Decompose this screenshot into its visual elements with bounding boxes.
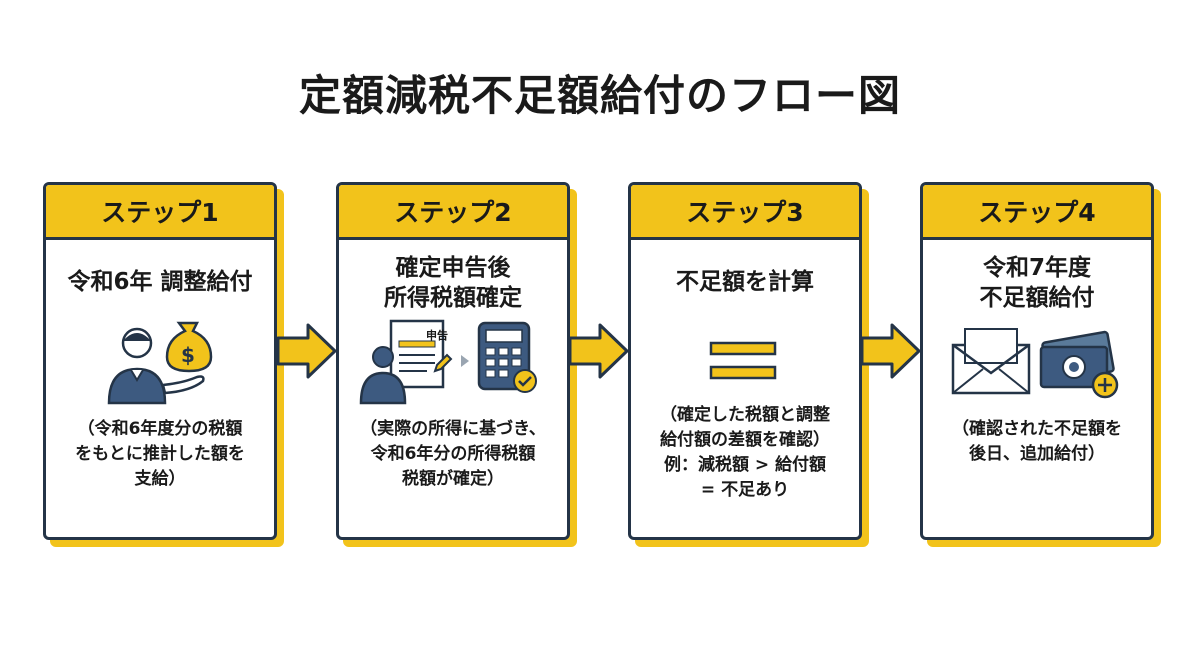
step-card-3: ステップ3 不足額を計算 （確定した税額と調整 給付額の差額を確認） 例：減税額… [628,182,862,540]
person-receiving-money-bag-icon: $ [46,315,274,415]
step-description: （確定した税額と調整 給付額の差額を確認） 例：減税額 > 給付額 = 不足あり [660,405,830,500]
page-title: 定額減税不足額給付のフロー図 [298,71,901,120]
step-description: （令和6年度分の税額 をもとに推計した額を 支給） [75,419,245,489]
step-description: （実際の所得に基づき、 令和6年分の所得税額 税額が確定） [360,419,546,489]
step-card-4: ステップ4 令和7年度 不足額給付 （確認された不足額を 後日、追加給付） [920,182,1154,540]
step-label: ステップ2 [339,185,567,240]
step-title: 令和7年度 不足額給付 [979,255,1095,311]
step-label: ステップ3 [631,185,859,240]
step-card-1: ステップ1 令和6年 調整給付 $ （令和6年度分の税額 をもとに推計した額を … [43,182,277,540]
step-label: ステップ4 [923,185,1151,240]
arrow-right-icon [860,323,921,379]
step-label: ステップ1 [46,185,274,240]
step-title: 令和6年 調整給付 [67,269,253,295]
document-label: 申告 [426,329,448,342]
tax-filing-calculator-icon [339,315,567,415]
step-description: （確認された不足額を 後日、追加給付） [952,419,1122,464]
svg-text:$: $ [181,343,195,367]
arrow-right-icon [568,323,629,379]
arrow-right-icon [276,323,337,379]
step-card-2: ステップ2 確定申告後 所得税額確定 [336,182,570,540]
envelope-cash-plus-icon [923,315,1151,415]
step-title: 不足額を計算 [676,269,814,295]
equals-icon [631,315,859,415]
step-title: 確定申告後 所得税額確定 [384,255,522,311]
